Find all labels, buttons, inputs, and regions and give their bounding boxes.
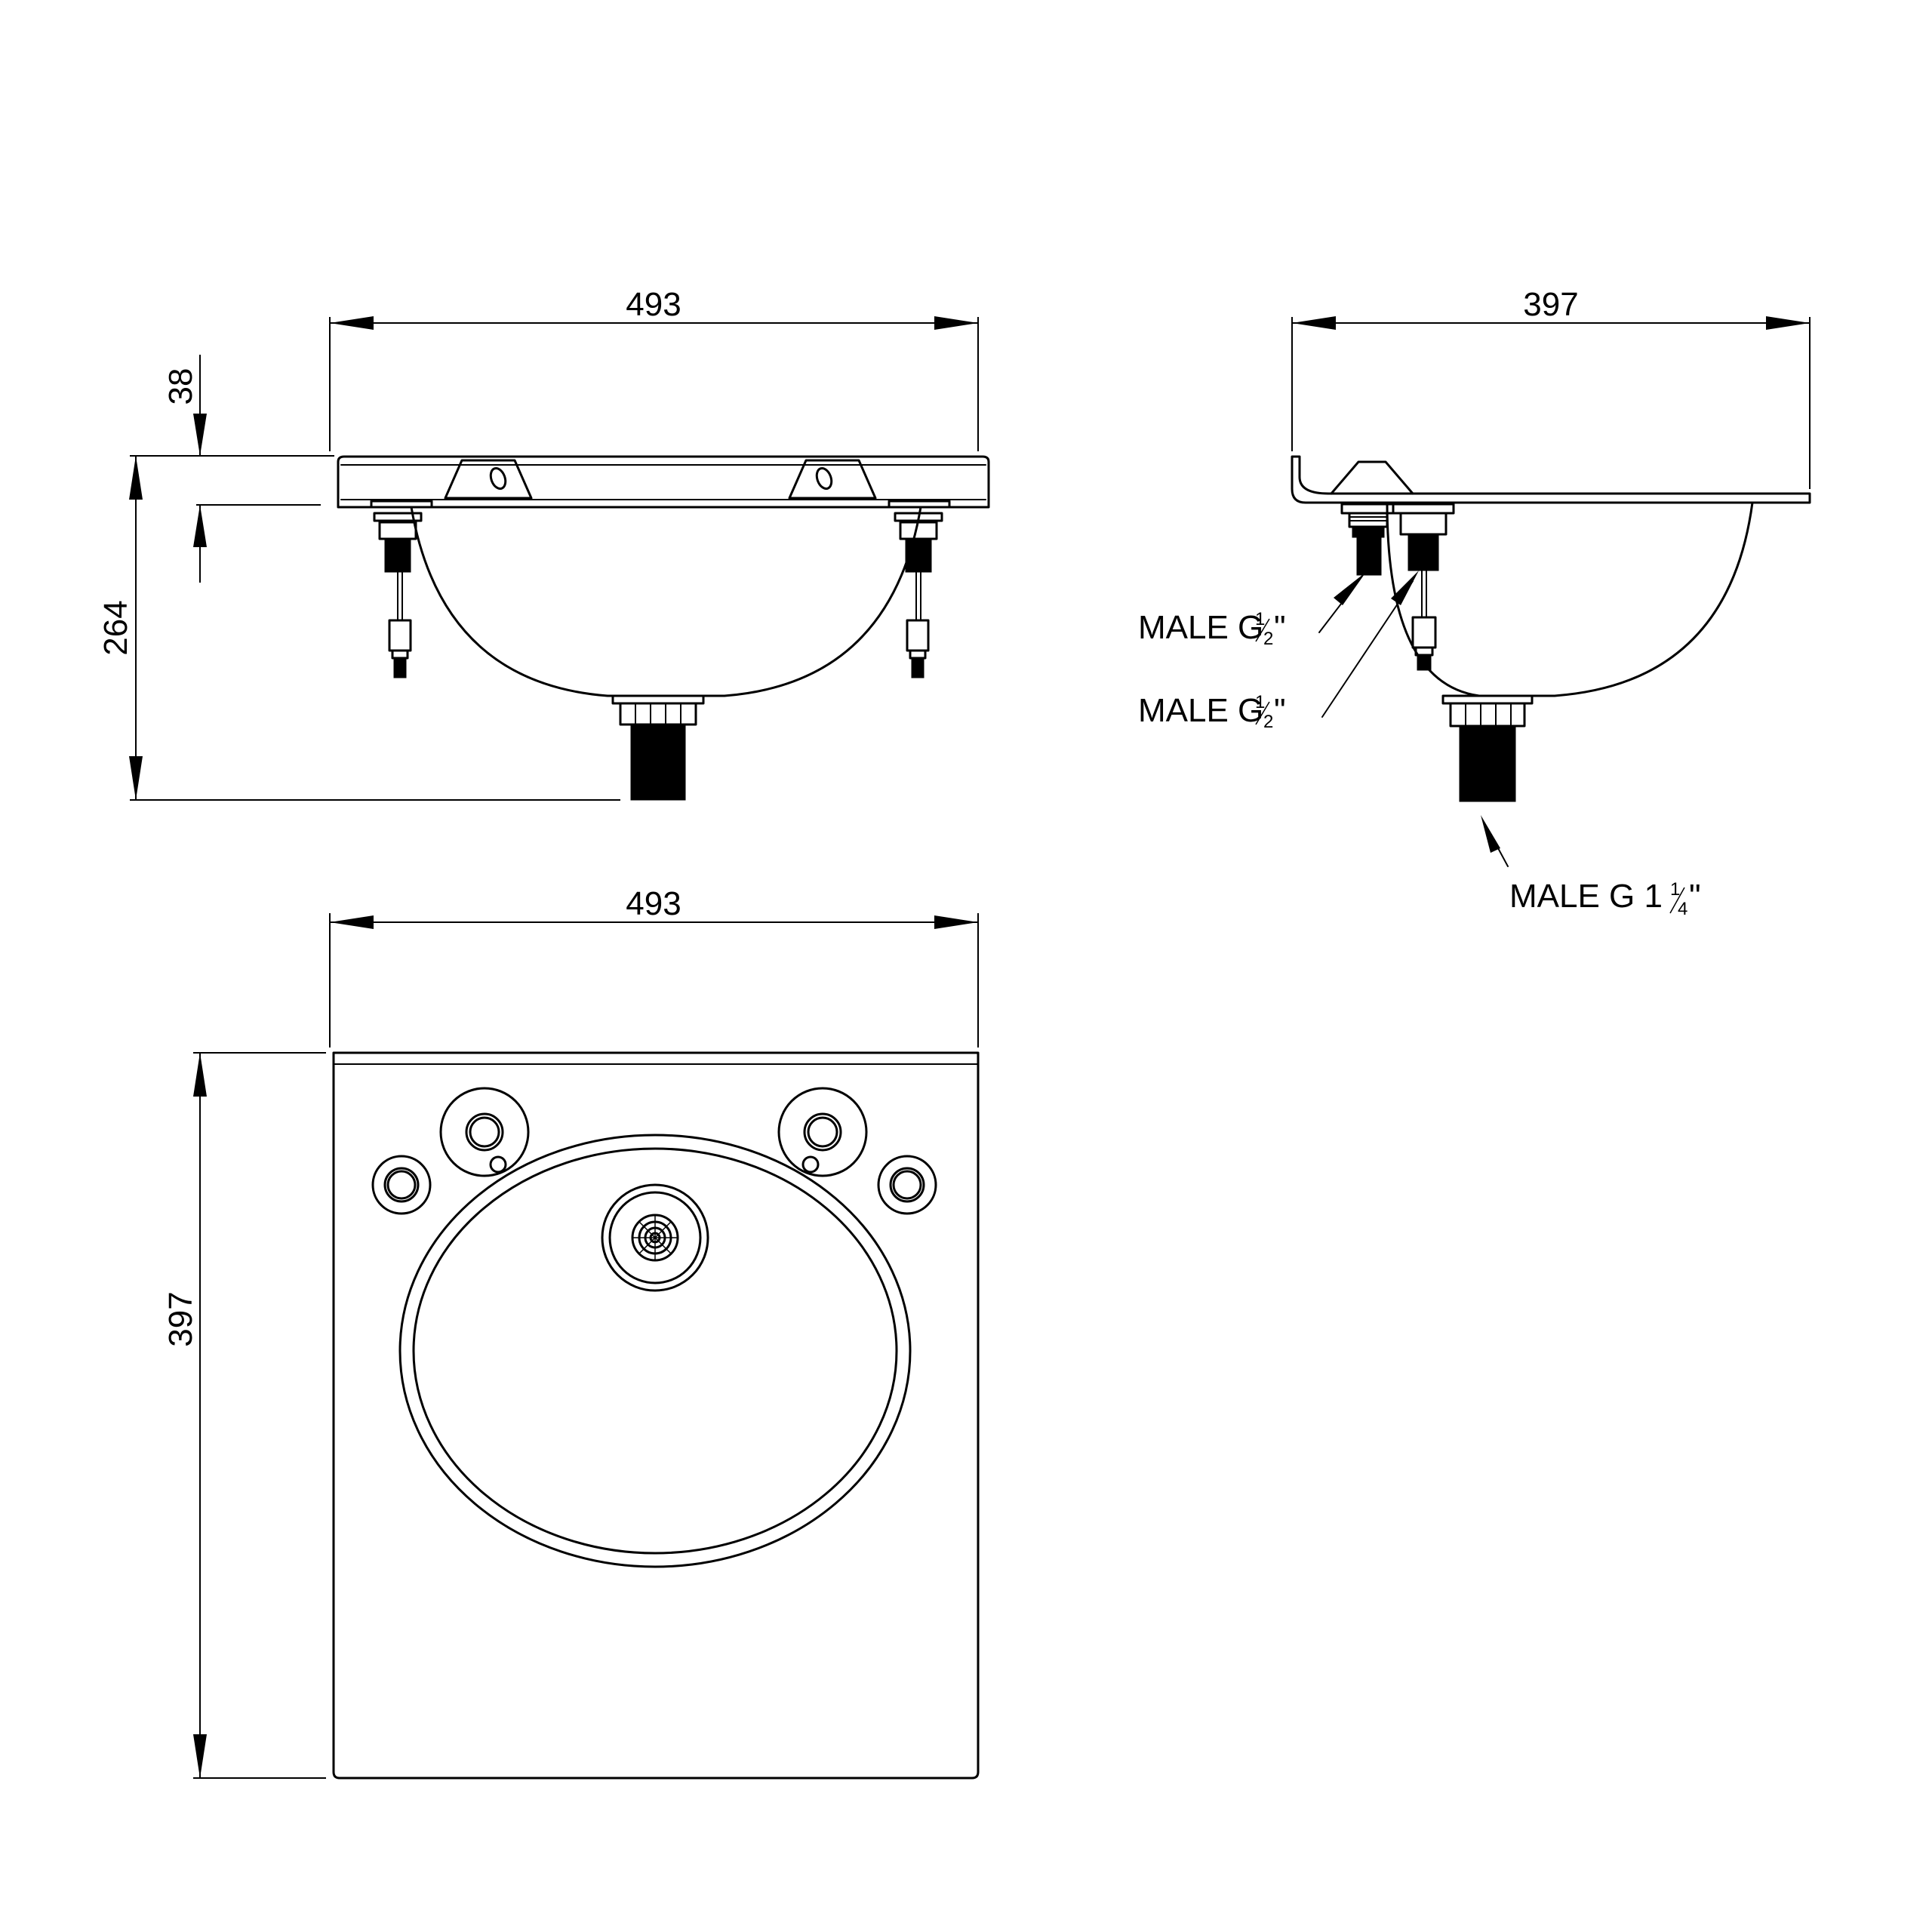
side-bowl — [1386, 501, 1754, 697]
front-bracket-right — [788, 459, 877, 500]
dim-top-width: 493 — [626, 885, 681, 922]
top-dimensions: 493 397 — [162, 885, 979, 1779]
dim-total-height: 264 — [97, 600, 134, 655]
side-waste-outlet — [1441, 694, 1534, 802]
svg-text:2: 2 — [1263, 712, 1273, 732]
callout-inlet-2: MALE G 1 2 " — [1138, 571, 1419, 732]
side-view — [1291, 455, 1811, 802]
side-dimensions: 397 — [1291, 286, 1811, 489]
front-rim — [337, 455, 990, 509]
top-drain — [601, 1183, 709, 1292]
front-waste-outlet — [611, 694, 705, 801]
top-outline — [332, 1051, 980, 1780]
front-bracket-left — [444, 459, 533, 500]
top-basin-outer — [398, 1134, 912, 1568]
top-view — [332, 1051, 980, 1780]
callout-inlet-2-label: MALE G — [1138, 692, 1263, 729]
dim-front-width: 493 — [626, 286, 681, 323]
callout-waste: MALE G 1 1 4 " — [1481, 815, 1701, 919]
callout-waste-label: MALE G 1 — [1509, 878, 1663, 915]
front-left-inlet — [373, 512, 423, 678]
dim-top-depth: 397 — [162, 1291, 199, 1346]
front-view — [337, 455, 990, 801]
svg-text:": " — [1689, 878, 1701, 915]
svg-text:2: 2 — [1263, 629, 1273, 649]
front-right-inlet — [894, 512, 943, 678]
callout-inlet-1-label: MALE G — [1138, 609, 1263, 646]
top-tap-right — [777, 1087, 868, 1177]
side-profile — [1291, 455, 1811, 504]
side-tap-boss — [1330, 460, 1414, 495]
svg-text:1: 1 — [1670, 879, 1680, 900]
top-tap-left — [439, 1087, 530, 1177]
side-inlet-rear — [1340, 503, 1395, 576]
svg-text:4: 4 — [1678, 899, 1687, 919]
top-hole-right — [877, 1155, 937, 1215]
svg-text:1: 1 — [1255, 609, 1265, 629]
side-inlet-front — [1392, 503, 1455, 671]
top-hole-left — [371, 1155, 432, 1215]
top-basin-inner — [412, 1147, 898, 1555]
svg-text:1: 1 — [1255, 692, 1265, 712]
front-bowl — [410, 506, 922, 697]
dim-rim-height: 38 — [162, 368, 199, 405]
svg-text:": " — [1274, 609, 1286, 646]
callout-inlet-1: MALE G 1 2 " — [1138, 572, 1366, 649]
svg-text:": " — [1274, 692, 1286, 729]
dim-side-depth: 397 — [1523, 286, 1578, 323]
front-dimensions: 493 38 264 — [97, 286, 979, 801]
